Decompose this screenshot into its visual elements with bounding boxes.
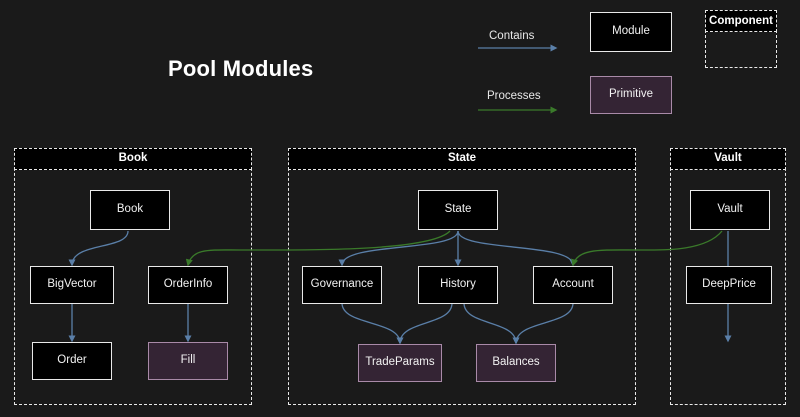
node-balances[interactable]: Balances	[476, 344, 556, 382]
page-title: Pool Modules	[168, 56, 314, 81]
legend-primitive-box: Primitive	[590, 76, 672, 114]
legend-processes-label: Processes	[487, 90, 541, 102]
node-book[interactable]: Book	[90, 190, 170, 230]
container-state-title: State	[288, 148, 636, 170]
node-deepprice[interactable]: DeepPrice	[686, 266, 772, 304]
node-tradeparams[interactable]: TradeParams	[358, 344, 442, 382]
legend-contains-label: Contains	[489, 30, 535, 42]
legend-module-box: Module	[590, 12, 672, 52]
node-bigvector[interactable]: BigVector	[30, 266, 114, 304]
node-fill[interactable]: Fill	[148, 342, 228, 380]
node-account[interactable]: Account	[533, 266, 613, 304]
node-history[interactable]: History	[418, 266, 498, 304]
container-book-title: Book	[14, 148, 252, 170]
node-governance[interactable]: Governance	[302, 266, 382, 304]
legend-component-label: Component	[705, 10, 777, 32]
node-state[interactable]: State	[418, 190, 498, 230]
container-vault-title: Vault	[670, 148, 786, 170]
node-order[interactable]: Order	[32, 342, 112, 380]
node-vault[interactable]: Vault	[690, 190, 770, 230]
node-orderinfo[interactable]: OrderInfo	[148, 266, 228, 304]
